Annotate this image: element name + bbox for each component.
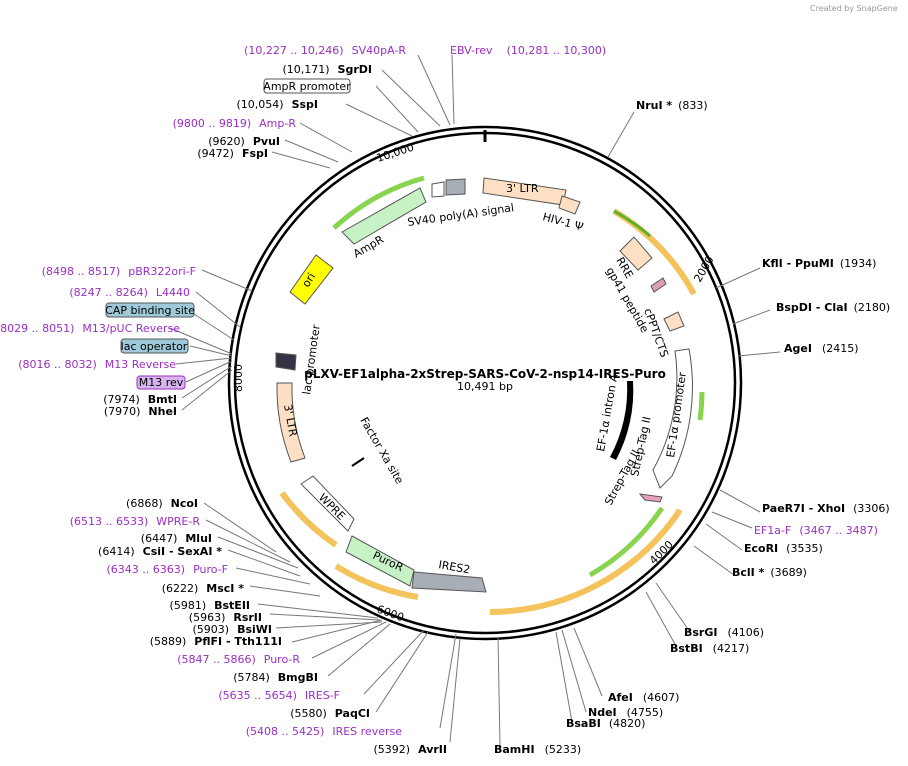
site-pflfi[interactable]: (5889)PflFI - Tth111I (150, 635, 282, 648)
site-bsteii[interactable]: (5981)BstEII (170, 599, 250, 612)
primer-ef1a-f[interactable]: EF1a-F(3467 .. 3487) (754, 524, 878, 537)
site-avrii[interactable]: (5392)AvrII (374, 743, 447, 756)
primer-amp-r[interactable]: (9800 .. 9819)Amp-R (173, 117, 297, 130)
plasmid-name: pLXV-EF1alpha-2xStrep-SARS-CoV-2-nsp14-I… (304, 367, 666, 381)
feature-ori-label: ori (300, 271, 319, 290)
primer-puro-f[interactable]: (6343 .. 6363)Puro-F (107, 563, 229, 576)
site-pvui[interactable]: (9620)PvuI (208, 135, 280, 148)
feature-sv40-label: SV40 poly(A) signal (407, 201, 515, 229)
feature-ori-shape[interactable] (289, 254, 334, 305)
feature-gp41-shape[interactable] (650, 277, 667, 293)
feature-lac-operator-label: lac operator (121, 340, 188, 353)
feature-lac-operator-box[interactable] (120, 338, 189, 354)
site-bstbi[interactable]: BstBI(4217) (670, 642, 749, 655)
feature-intron-a-label: EF-1α intron A (594, 373, 620, 453)
feature-factor-xa-label: Factor Xa site (357, 415, 406, 486)
plasmid-size: 10,491 bp (457, 380, 513, 393)
feature-cap-binding-label: CAP binding site (105, 304, 195, 317)
primer-ires-reverse[interactable]: (5408 .. 5425)IRES reverse (246, 725, 402, 738)
feature-m13rev-label: M13 rev (139, 376, 184, 389)
site-bamhi[interactable]: BamHI(5233) (494, 743, 581, 756)
site-fspi[interactable]: (9472)FspI (197, 147, 268, 160)
feature-intron-a-shape[interactable] (610, 381, 634, 460)
site-ndei[interactable]: NdeI(4755) (588, 706, 663, 719)
feature-lac-promoter-label: lac promoter (300, 323, 323, 395)
feature-ampr-shape[interactable] (341, 187, 427, 245)
primer-puro-r[interactable]: (5847 .. 5866)Puro-R (177, 653, 300, 666)
primer-m13-reverse[interactable]: (8016 .. 8032)M13 Reverse (18, 358, 176, 371)
feature-ampr-promoter-label: AmpR promoter (263, 80, 351, 93)
site-nhei[interactable]: (7970)NheI (104, 405, 177, 418)
site-bsabi[interactable]: BsaBI(4820) (566, 717, 645, 730)
site-msci[interactable]: (6222)MscI * (162, 582, 245, 595)
site-bsrgi[interactable]: BsrGI(4106) (684, 626, 764, 639)
leader-lines (169, 54, 781, 747)
feature-rre-shape[interactable] (619, 236, 653, 271)
feature-cppt-shape[interactable] (663, 311, 685, 332)
feature-wpre-shape[interactable] (300, 475, 355, 532)
site-agei[interactable]: AgeI(2415) (784, 342, 859, 355)
feature-hiv1-psi-shape[interactable] (558, 195, 581, 215)
snapgene-brand: Created by SnapGene (810, 4, 898, 13)
site-ncoi[interactable]: (6868)NcoI (126, 497, 198, 510)
feature-3ltr-left-shape[interactable] (276, 382, 306, 463)
site-bmgbi[interactable]: (5784)BmgBI (233, 671, 318, 684)
feature-sv40-shape[interactable] (445, 178, 466, 196)
primer-pbr322ori-f[interactable]: (8498 .. 8517)pBR322ori-F (42, 265, 196, 278)
site-bspdi[interactable]: BspDI - ClaI(2180) (776, 301, 890, 314)
primer-ires-f[interactable]: (5635 .. 5654)IRES-F (218, 689, 340, 702)
feature-cap-binding-box[interactable] (105, 302, 195, 318)
site-sspi[interactable]: (10,054)SspI (236, 98, 318, 111)
site-bcli[interactable]: BclI *(3689) (732, 566, 807, 579)
site-afei[interactable]: AfeI(4607) (608, 691, 679, 704)
feature-cppt-label: cPPT/CTS (641, 307, 671, 360)
backbone-outer (227, 125, 743, 641)
primer-l4440[interactable]: (8247 .. 8264)L4440 (69, 286, 190, 299)
site-mlui[interactable]: (6447)MluI (141, 532, 212, 545)
feature-ampr-promoter-box[interactable] (263, 78, 351, 94)
site-csii[interactable]: (6414)CsiI - SexAI * (98, 545, 222, 558)
site-rsrii[interactable]: (5963)RsrII (189, 611, 262, 624)
tick-8000: 8000 (232, 364, 245, 392)
site-bsiwi[interactable]: (5903)BsiWI (192, 623, 272, 636)
site-paqci[interactable]: (5580)PaqCI (290, 707, 370, 720)
feature-m13rev-box[interactable] (136, 375, 186, 390)
primer-m13puc-reverse[interactable]: (8029 .. 8051)M13/pUC Reverse (0, 322, 180, 335)
primer-sv40pa-r[interactable]: (10,227 .. 10,246)SV40pA-R (244, 44, 406, 57)
primer-wpre-r[interactable]: (6513 .. 6533)WPRE-R (70, 515, 201, 528)
site-bmti[interactable]: (7974)BmtI (103, 393, 177, 406)
feature-ef1a-promoter-shape[interactable] (652, 348, 693, 489)
primer-ebv-rev[interactable]: EBV-rev(10,281 .. 10,300) (450, 44, 606, 57)
feature-factor-xa-shape (351, 457, 365, 467)
feature-3ltr-label: 3' LTR (506, 182, 539, 195)
feature-sv40-white-shape[interactable] (431, 181, 445, 198)
site-kfli[interactable]: KflI - PpuMI(1934) (762, 257, 876, 270)
site-paer7i[interactable]: PaeR7I - XhoI(3306) (762, 502, 890, 515)
feature-puror-shape[interactable] (345, 535, 415, 587)
feature-streptag-shape[interactable] (638, 493, 663, 503)
site-ecori[interactable]: EcoRI(3535) (744, 542, 823, 555)
feature-hiv1-label: HIV-1 Ψ (541, 210, 585, 233)
feature-ires2-label: IRES2 (437, 558, 471, 576)
feature-ires2-shape[interactable] (411, 571, 487, 593)
feature-3ltr-left-label: 3' LTR (281, 403, 300, 438)
site-nrui[interactable]: NruI *(833) (636, 99, 708, 112)
site-sgrdi[interactable]: (10,171)SgrDI (282, 63, 372, 76)
arc-arrows (279, 175, 705, 615)
feature-lac-promoter-shape[interactable] (275, 352, 297, 371)
